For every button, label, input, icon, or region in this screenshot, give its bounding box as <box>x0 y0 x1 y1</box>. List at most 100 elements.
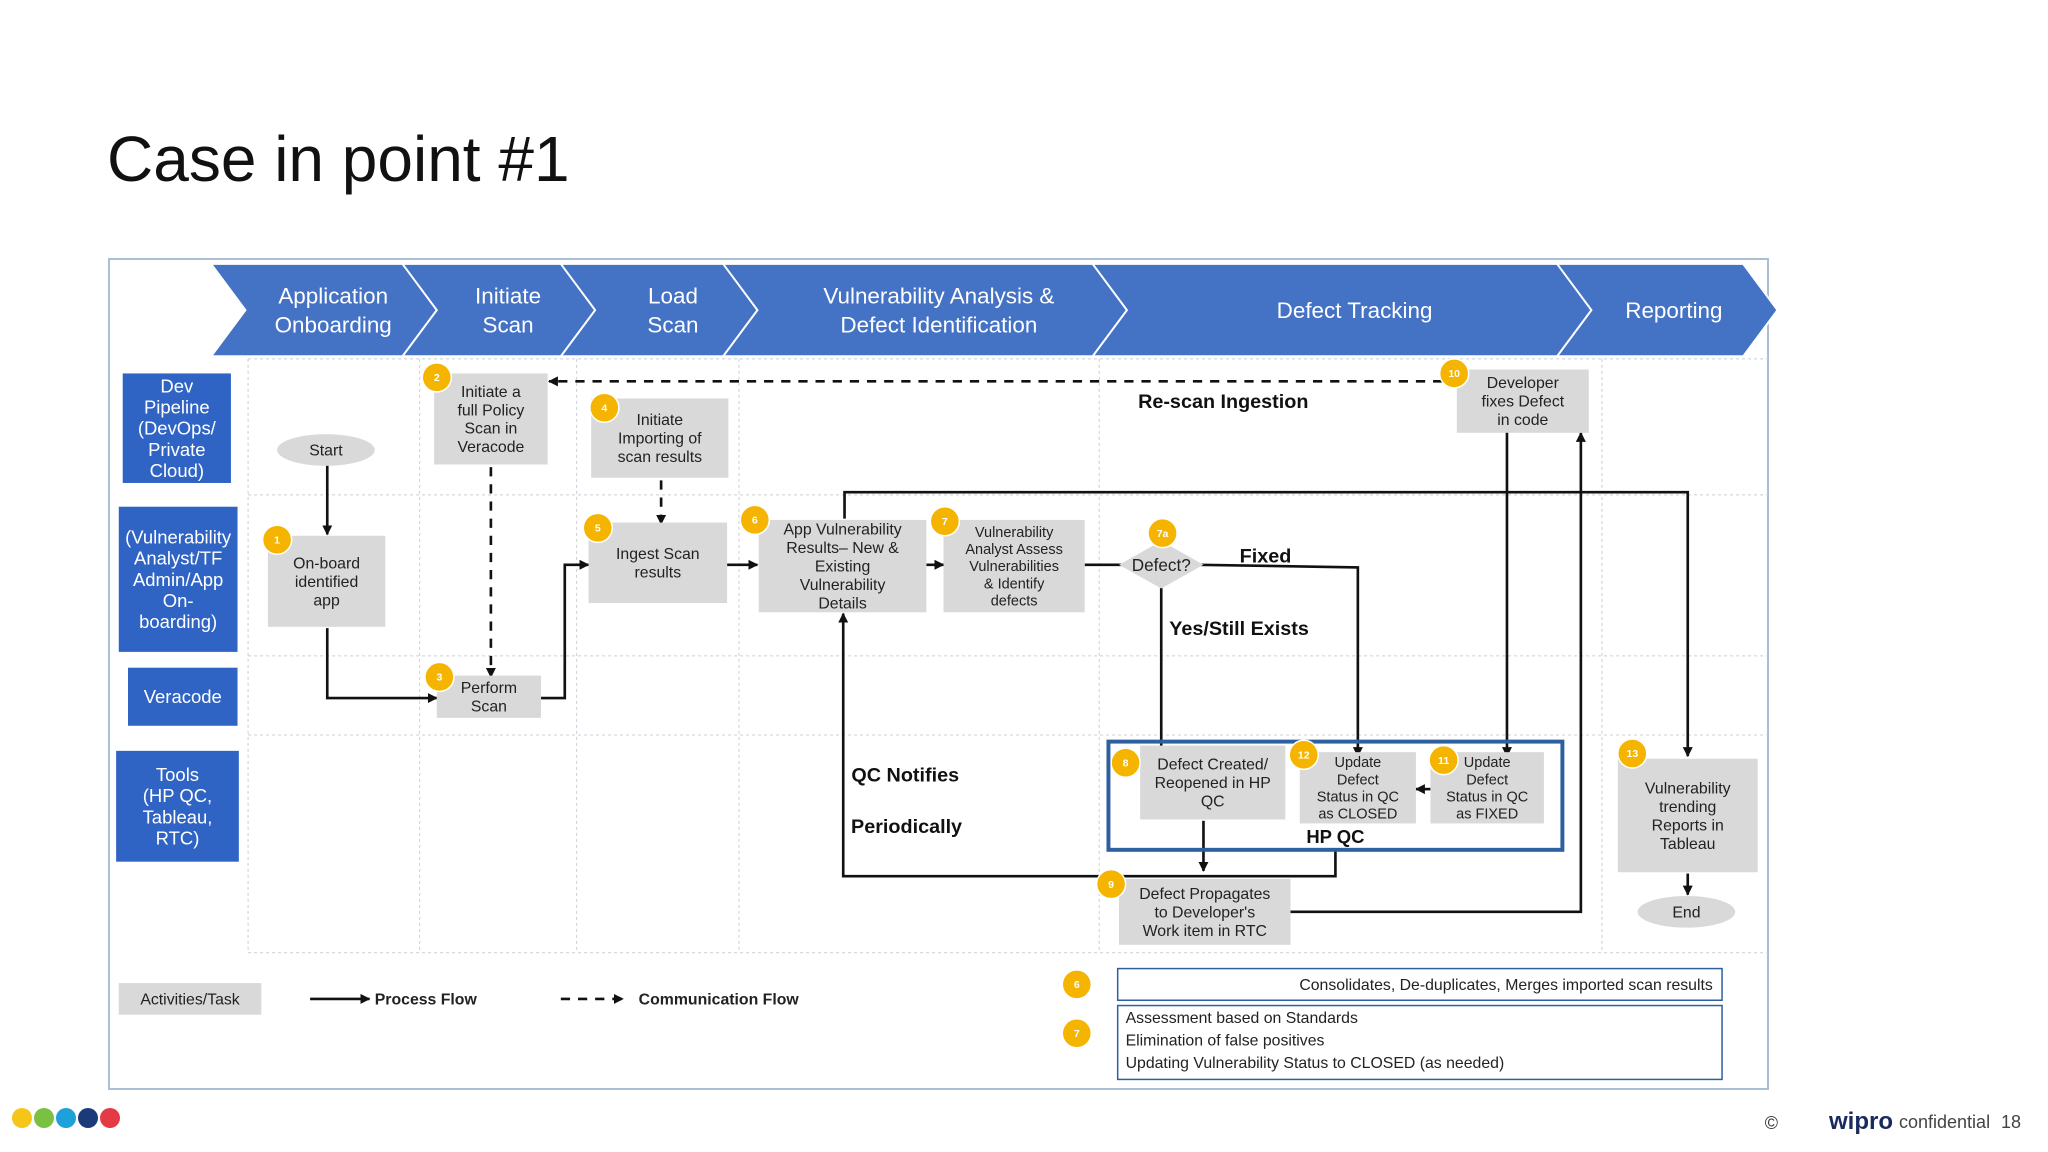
step-badge-icon <box>421 362 453 393</box>
rescan-ingestion-label: Re-scan Ingestion <box>1138 391 1308 413</box>
end-label: End <box>1672 904 1700 921</box>
step-badge-icon <box>1288 739 1320 771</box>
step-badge-number: 10 <box>1448 368 1460 380</box>
phase-label: Reporting <box>1625 298 1722 323</box>
step-badge-icon <box>589 392 620 424</box>
fixed-label: Fixed <box>1240 545 1292 567</box>
legend-note-box <box>1116 1004 1723 1081</box>
activity-box-n8 <box>1140 745 1286 820</box>
step-badge-icon <box>424 661 455 693</box>
step-badge-icon <box>261 524 293 555</box>
swimlane-label <box>128 667 238 726</box>
step-badge-number: 7 <box>942 516 948 528</box>
copyright-mark: © <box>1764 1113 1778 1133</box>
activity-box-n13 <box>1617 758 1758 873</box>
start-terminal <box>277 434 375 466</box>
step-badge-number: 3 <box>436 672 442 684</box>
confidential-label: confidential <box>1899 1112 1991 1132</box>
activity-box-n3 <box>436 675 542 718</box>
legend-activities-label: Activities/Task <box>140 991 239 1008</box>
phase-chevron <box>209 262 444 358</box>
activity-box-n2 <box>434 373 548 465</box>
step-badge-icon <box>1617 738 1648 769</box>
still-exists-label: Yes/Still Exists <box>1169 618 1309 640</box>
legend-process-label: Process Flow <box>375 991 478 1008</box>
step-badge-number: 9 <box>1108 879 1114 891</box>
step-badge-number: 7a <box>1157 528 1169 540</box>
step-badge-number: 11 <box>1438 755 1449 767</box>
activity-box-n5 <box>588 522 728 604</box>
brand-dot-icon <box>56 1108 76 1128</box>
swimlane-label-text: Veracode <box>144 686 222 707</box>
step-badge-number: 12 <box>1298 749 1310 761</box>
step-badge-icon <box>582 512 614 544</box>
phase-label: Defect Tracking <box>1277 298 1433 323</box>
swimlane-label <box>116 750 239 862</box>
process-flow-arrow <box>1289 431 1586 914</box>
brand-dot-icon <box>78 1108 98 1128</box>
qc-notifies-label: QC Notifies <box>851 765 959 787</box>
step-badge-icon <box>929 505 961 537</box>
step-badge-number: 2 <box>434 372 440 384</box>
hp-qc-container <box>1106 739 1565 852</box>
activity-box-n6 <box>758 519 927 613</box>
step-badge-icon <box>1147 517 1178 549</box>
process-flow-arrow <box>541 559 590 700</box>
step-badge-icon <box>1110 747 1141 778</box>
step-badge-icon <box>1428 744 1459 776</box>
phase-label: Vulnerability Analysis &Defect Identific… <box>823 283 1054 337</box>
legend-note-box <box>1116 967 1723 1001</box>
slide-title: Case in point #1 <box>107 123 570 195</box>
step-badge-number: 6 <box>752 515 758 527</box>
step-badge-icon <box>1095 868 1127 900</box>
wipro-logo: wipro <box>1829 1108 1893 1135</box>
step-badge-icon <box>1061 1017 1093 1049</box>
process-flow-arrow <box>1198 563 1363 758</box>
activity-box-n12 <box>1299 752 1416 824</box>
step-badge-icon <box>1061 969 1093 1000</box>
legend-activity-box <box>118 983 262 1015</box>
swimlane-label <box>122 373 231 483</box>
step-badge-number: 13 <box>1626 748 1638 760</box>
step-badge-number: 8 <box>1123 757 1129 769</box>
decision-diamond <box>1119 541 1204 589</box>
legend-communication-label: Communication Flow <box>639 991 800 1008</box>
step-badge-number: 7 <box>1074 1028 1080 1040</box>
brand-dots <box>12 1108 122 1132</box>
step-badge-icon <box>739 504 771 536</box>
step-badge-number: 1 <box>274 534 280 546</box>
end-terminal <box>1637 896 1736 928</box>
brand-dot-icon <box>34 1108 54 1128</box>
periodically-label: Periodically <box>851 816 962 838</box>
step-badge-number: 5 <box>595 523 601 535</box>
process-flow-arrow <box>325 628 438 704</box>
process-flow-arrow <box>838 612 1337 878</box>
phase-chevron <box>721 262 1143 358</box>
decision-label: Defect? <box>1132 555 1191 575</box>
step-badge-number: 6 <box>1074 979 1080 991</box>
step-badge-number: 4 <box>601 402 607 414</box>
brand-dot-icon <box>100 1108 120 1128</box>
start-label: Start <box>309 443 343 460</box>
swimlane-label-text: Tools(HP QC,Tableau,RTC) <box>143 764 213 848</box>
hp-qc-label: HP QC <box>1306 826 1364 847</box>
page-number: 18 <box>2001 1112 2022 1132</box>
